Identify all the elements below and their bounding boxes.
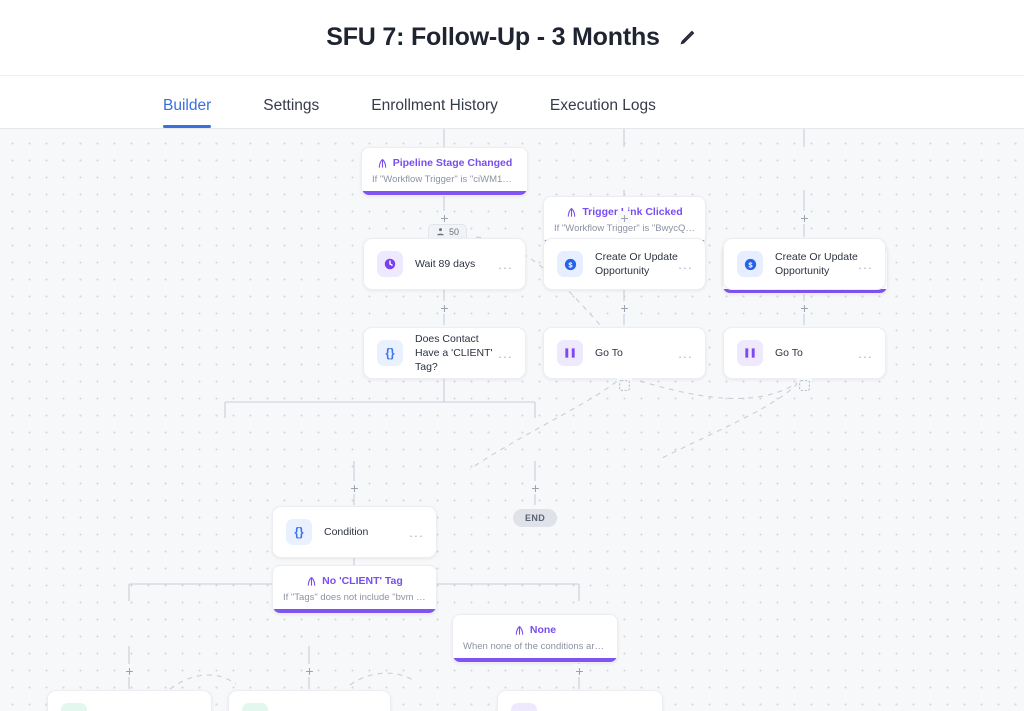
node-menu-button[interactable]: ...: [678, 256, 693, 272]
opportunity-icon: $: [737, 251, 763, 277]
action-goto-2[interactable]: Go To ...: [723, 327, 886, 379]
condition-icon: {}: [377, 340, 403, 366]
tab-execution-logs[interactable]: Execution Logs: [549, 97, 656, 114]
page-title: SFU 7: Follow-Up - 3 Months: [326, 23, 660, 51]
branch-title: Pipeline Stage Changed: [392, 157, 513, 169]
action-condition-client-tag[interactable]: {} Does Contact Have a 'CLIENT' Tag? ...: [363, 327, 526, 379]
node-menu-button[interactable]: ...: [498, 256, 513, 272]
node-menu-button[interactable]: ...: [858, 256, 873, 272]
enrollment-count: 50: [449, 226, 460, 237]
email-icon: [61, 703, 87, 711]
tab-enrollment-history[interactable]: Enrollment History: [371, 97, 498, 114]
condition-icon: {}: [286, 519, 312, 545]
action-clipped-3[interactable]: [497, 690, 663, 711]
node-menu-button[interactable]: ...: [678, 345, 693, 361]
goto-anchor-icon[interactable]: [617, 378, 632, 393]
svg-text:$: $: [568, 260, 573, 269]
add-step-button[interactable]: +: [798, 211, 811, 225]
branch-subtitle: If "Workflow Trigger" is "ciWM1Dlw1xs...: [372, 174, 517, 185]
goto-anchor-icon[interactable]: [797, 378, 812, 393]
branch-pipeline-stage-changed[interactable]: Pipeline Stage Changed If "Workflow Trig…: [361, 147, 528, 196]
action-label: Create Or Update Opportunity: [595, 250, 678, 277]
node-menu-button[interactable]: ...: [409, 524, 424, 540]
add-step-button[interactable]: +: [618, 301, 631, 315]
branch-header: None: [463, 624, 607, 636]
branch-icon: [568, 207, 576, 217]
add-step-button[interactable]: +: [438, 301, 451, 315]
add-step-button[interactable]: +: [348, 481, 361, 495]
branch-subtitle: When none of the conditions are met: [463, 641, 607, 652]
node-menu-button[interactable]: ...: [858, 345, 873, 361]
add-step-button[interactable]: +: [303, 664, 316, 678]
branch-title: None: [529, 624, 557, 636]
pencil-icon[interactable]: [678, 28, 698, 48]
add-step-button[interactable]: +: [529, 481, 542, 495]
action-goto-1[interactable]: Go To ...: [543, 327, 706, 379]
clock-icon: [377, 251, 403, 277]
action-clipped-1[interactable]: [47, 690, 212, 711]
branch-header: No 'CLIENT' Tag: [283, 575, 426, 587]
action-create-or-update-opportunity-1[interactable]: $ Create Or Update Opportunity ...: [543, 238, 706, 290]
action-wait[interactable]: Wait 89 days ...: [363, 238, 526, 290]
page-header: SFU 7: Follow-Up - 3 Months: [0, 0, 1024, 76]
branch-icon: [378, 158, 386, 168]
branch-no-client-tag[interactable]: No 'CLIENT' Tag If "Tags" does not inclu…: [272, 565, 437, 614]
add-step-button[interactable]: +: [798, 301, 811, 315]
tab-bar: Builder Settings Enrollment History Exec…: [0, 76, 1024, 129]
goto-icon: [737, 340, 763, 366]
action-clipped-2[interactable]: [228, 690, 391, 711]
action-label: Go To: [595, 346, 623, 359]
add-step-button[interactable]: +: [438, 211, 451, 225]
end-node: END: [513, 509, 558, 527]
goto-icon: [557, 340, 583, 366]
opportunity-icon: $: [557, 251, 583, 277]
branch-none-middle[interactable]: None When none of the conditions are met: [452, 614, 618, 663]
node-menu-button[interactable]: ...: [498, 345, 513, 361]
goto-icon: [511, 703, 537, 711]
action-label: Create Or Update Opportunity: [775, 250, 858, 277]
action-label: Wait 89 days: [415, 257, 476, 270]
action-label: Does Contact Have a 'CLIENT' Tag?: [415, 332, 493, 374]
branch-title: No 'CLIENT' Tag: [322, 575, 403, 587]
tab-settings[interactable]: Settings: [263, 97, 320, 114]
add-step-button[interactable]: +: [123, 664, 136, 678]
person-icon: [437, 228, 444, 236]
workflow-canvas[interactable]: Pipeline Stage Changed If "Workflow Trig…: [0, 129, 1024, 711]
add-step-button[interactable]: +: [618, 211, 631, 225]
branch-subtitle: If "Tags" does not include "bvm - won...: [283, 592, 426, 603]
branch-title: Trigger Link Clicked: [582, 206, 683, 218]
tab-builder[interactable]: Builder: [163, 97, 212, 128]
email-icon: [242, 703, 268, 711]
branch-header: Trigger Link Clicked: [554, 206, 695, 218]
branch-header: Pipeline Stage Changed: [372, 157, 517, 169]
branch-icon: [515, 625, 524, 635]
branch-icon: [307, 576, 316, 586]
svg-text:$: $: [748, 260, 753, 269]
enrollment-count-badge[interactable]: 50: [428, 224, 468, 239]
add-step-button[interactable]: +: [573, 664, 586, 678]
action-label: Condition: [324, 525, 369, 538]
action-create-or-update-opportunity-2[interactable]: $ Create Or Update Opportunity ...: [723, 238, 886, 290]
action-condition[interactable]: {} Condition ...: [272, 506, 437, 558]
action-label: Go To: [775, 346, 803, 359]
